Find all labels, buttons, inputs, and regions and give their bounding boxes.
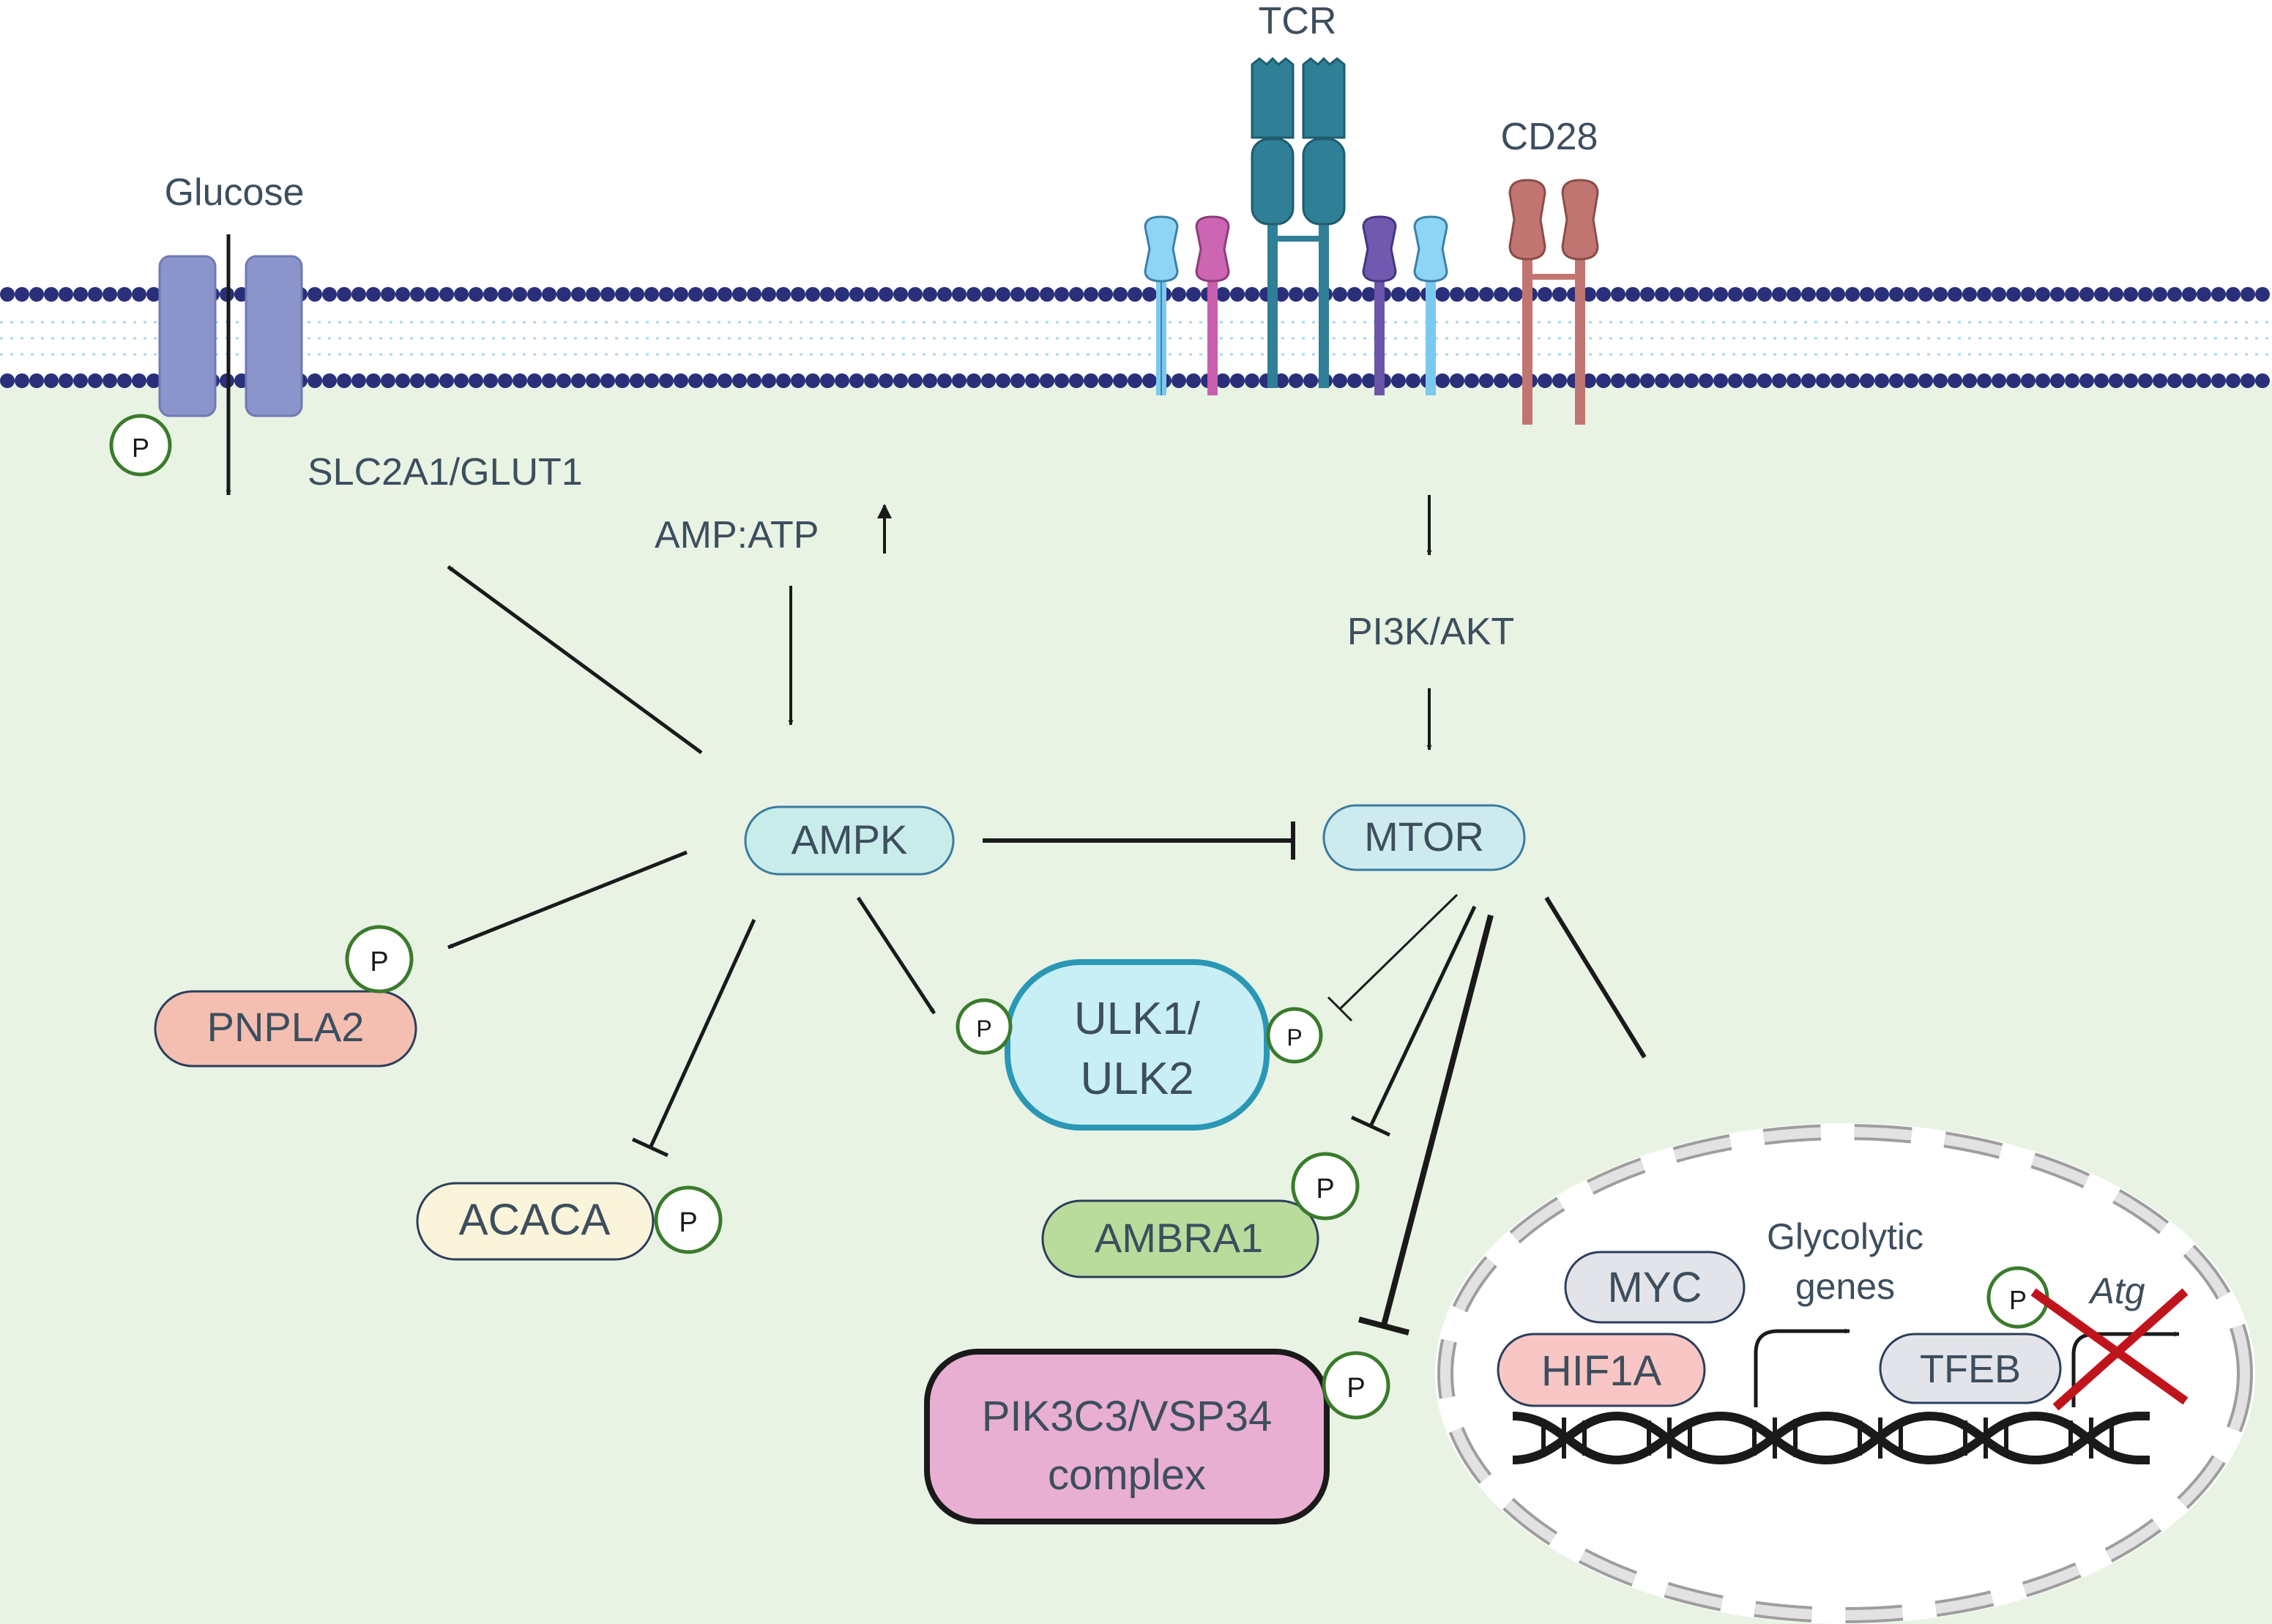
- dna-helix-icon: [1512, 1411, 2150, 1465]
- ampk-inhibits-acaca: [631, 918, 756, 1158]
- tcr-label: TCR: [1259, 0, 1337, 42]
- amp-atp-label: AMP:ATP: [655, 514, 819, 556]
- pnpla2-node: [154, 990, 417, 1068]
- myc-node: [1564, 1251, 1746, 1324]
- ulk-phospho-right-icon: P: [1266, 1007, 1323, 1064]
- ulk-phospho-left-icon: P: [956, 998, 1013, 1055]
- svg-text:P: P: [976, 1016, 991, 1042]
- pik3c3-phospho-icon: P: [1322, 1351, 1390, 1420]
- mtor-node: [1322, 804, 1526, 871]
- slc2a1-glut1-label: SLC2A1/GLUT1: [308, 451, 583, 493]
- acaca-phospho-icon: P: [654, 1185, 723, 1254]
- cd28-receptor-icon: [1508, 179, 1599, 425]
- svg-text:P: P: [132, 433, 149, 463]
- mtor-to-nucleus-arrow: [1544, 896, 1647, 1059]
- hif1a-node: [1497, 1333, 1706, 1407]
- pnpla2-phospho-icon: P: [345, 925, 414, 994]
- membrane-tails: [0, 299, 2272, 378]
- receptor-light-blue-right-icon: [1413, 215, 1448, 395]
- glycolytic-label-line2: genes: [1795, 1266, 1895, 1307]
- svg-text:P: P: [370, 947, 388, 977]
- mtor-inhibits-ambra1: [1350, 905, 1477, 1137]
- acaca-label: ACACA: [459, 1195, 611, 1244]
- tfeb-node: [1879, 1333, 2062, 1404]
- atg-label: Atg: [2087, 1270, 2145, 1311]
- ulk-label-line1: ULK1/: [1074, 994, 1201, 1044]
- ambra1-phospho-icon: P: [1291, 1152, 1360, 1221]
- glucose-label: Glucose: [165, 171, 305, 214]
- ampk-label: AMPK: [792, 816, 908, 863]
- glut1-transporter-icon: [158, 255, 303, 417]
- ampk-to-glut1-arrow: [447, 565, 703, 755]
- ampk-inhibits-mtor: [983, 822, 1295, 860]
- receptor-purple-icon: [1362, 215, 1397, 395]
- cd28-label: CD28: [1501, 116, 1598, 158]
- svg-text:P: P: [2009, 1285, 2027, 1315]
- ampk-node: [744, 805, 955, 876]
- mtor-inhibits-pik3c3: [1357, 914, 1494, 1336]
- pik3c3-label-line1: PIK3C3/VSP34: [982, 1393, 1273, 1440]
- glut1-phospho-icon: P: [109, 414, 172, 477]
- ampk-to-ulk-arrow: [856, 896, 936, 1015]
- glycolytic-transcription-arrow: [1754, 1328, 1850, 1407]
- ambra1-node: [1041, 1199, 1319, 1278]
- svg-text:P: P: [1347, 1373, 1365, 1404]
- svg-text:P: P: [1286, 1024, 1302, 1051]
- svg-text:P: P: [679, 1207, 697, 1238]
- pik3c3-complex-node: [924, 1349, 1330, 1524]
- ulk-label-line2: ULK2: [1080, 1054, 1193, 1104]
- ambra1-label: AMBRA1: [1095, 1215, 1263, 1261]
- mtor-inhibits-ulk: [1327, 893, 1459, 1022]
- receptor-light-blue-left-icon: [1144, 215, 1179, 395]
- hif1a-label: HIF1A: [1541, 1347, 1662, 1395]
- acaca-node: [416, 1182, 655, 1261]
- blocked-cross-icon: [2030, 1288, 2189, 1411]
- glycolytic-label-line1: Glycolytic: [1767, 1216, 1923, 1257]
- myc-label: MYC: [1608, 1264, 1702, 1311]
- pnpla2-label: PNPLA2: [207, 1004, 365, 1050]
- ampk-to-pnpla2-arrow: [447, 850, 688, 950]
- tfeb-label: TFEB: [1920, 1347, 2021, 1391]
- mtor-label: MTOR: [1364, 813, 1484, 860]
- receptor-magenta-icon: [1195, 215, 1230, 395]
- pi3k-akt-label: PI3K/AKT: [1347, 611, 1514, 653]
- nucleus: [1435, 1123, 2255, 1624]
- svg-text:P: P: [1316, 1174, 1334, 1204]
- pik3c3-label-line2: complex: [1048, 1451, 1206, 1499]
- tcr-receptor-icon: [1251, 56, 1346, 388]
- ulk-node: [1005, 959, 1270, 1131]
